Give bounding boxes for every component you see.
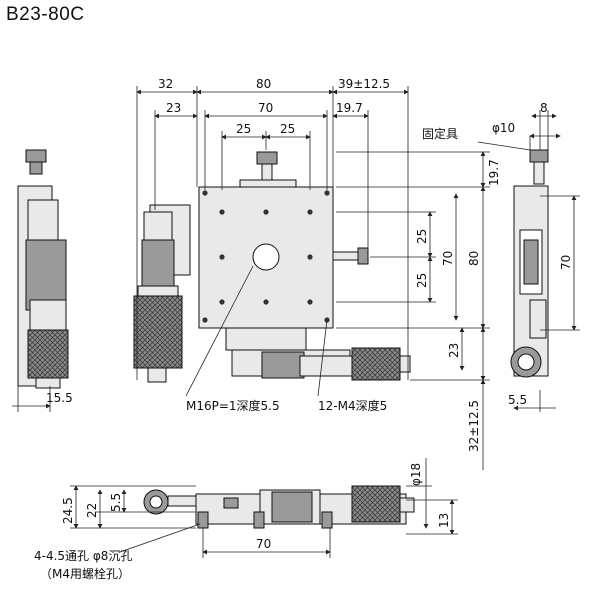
- dim-phi10: φ10: [492, 121, 515, 135]
- dim-24-5: 24.5: [61, 497, 75, 524]
- dim-23-v: 23: [447, 343, 461, 358]
- mounting-holes: [202, 190, 330, 323]
- dim-32: 32: [158, 77, 173, 91]
- dim-25-va: 25: [415, 229, 429, 244]
- dim-15-5: 15.5: [46, 391, 73, 405]
- m4-hole: [307, 299, 313, 305]
- model-title: B23-80C: [6, 4, 85, 25]
- m4-hole: [324, 190, 330, 196]
- dim-25-b: 25: [280, 122, 295, 136]
- dim-phi18: φ18: [409, 463, 423, 486]
- bolt-note: （M4用螺栓孔）: [40, 566, 130, 581]
- dim-23: 23: [166, 101, 181, 115]
- dim-19-7-v: 19.7: [487, 159, 501, 186]
- m4-hole: [307, 254, 313, 260]
- dim-side-70: 70: [559, 255, 573, 270]
- m4-hole: [219, 299, 225, 305]
- m4-hole: [219, 254, 225, 260]
- dim-39: 39±12.5: [338, 77, 390, 91]
- dim-25-vb: 25: [415, 273, 429, 288]
- left-micrometer-knurl: [133, 295, 183, 369]
- m4-label: 12-M4深度5: [318, 398, 387, 413]
- m4-hole: [307, 209, 313, 215]
- dim-32-v: 32±12.5: [467, 400, 481, 452]
- fixture-label: 固定具: [422, 126, 458, 141]
- m4-hole: [263, 299, 269, 305]
- bottom-view: [143, 485, 415, 529]
- dim-5-5: 5.5: [508, 393, 527, 407]
- m4-hole: [263, 209, 269, 215]
- m4-hole: [202, 190, 208, 196]
- dim-22: 22: [85, 503, 99, 518]
- m16-label: M16P=1深度5.5: [186, 398, 280, 413]
- dim-70: 70: [258, 101, 273, 115]
- center-hole: [252, 243, 280, 271]
- dim-8: 8: [540, 101, 548, 115]
- dim-70-b: 70: [256, 537, 271, 551]
- m4-hole: [219, 209, 225, 215]
- bottom-micrometer-knurl: [351, 347, 401, 381]
- m4-hole: [202, 317, 208, 323]
- dim-13: 13: [437, 513, 451, 528]
- dim-25-a: 25: [236, 122, 251, 136]
- dim-80: 80: [256, 77, 271, 91]
- dim-19-7: 19.7: [336, 101, 363, 115]
- right-side-view: [510, 149, 549, 378]
- dimension-lines: [12, 86, 580, 558]
- dim-5-5-b: 5.5: [109, 493, 123, 512]
- dim-70-v: 70: [441, 251, 455, 266]
- dimension-labels: 32 80 39±12.5 23 70 19.7 25 25 8 φ10 固定具…: [34, 77, 573, 581]
- hole-note: 4-4.5通孔 φ8沉孔: [34, 549, 132, 563]
- front-view: [133, 151, 411, 383]
- left-side-view: [17, 149, 69, 389]
- dim-80-v: 80: [467, 251, 481, 266]
